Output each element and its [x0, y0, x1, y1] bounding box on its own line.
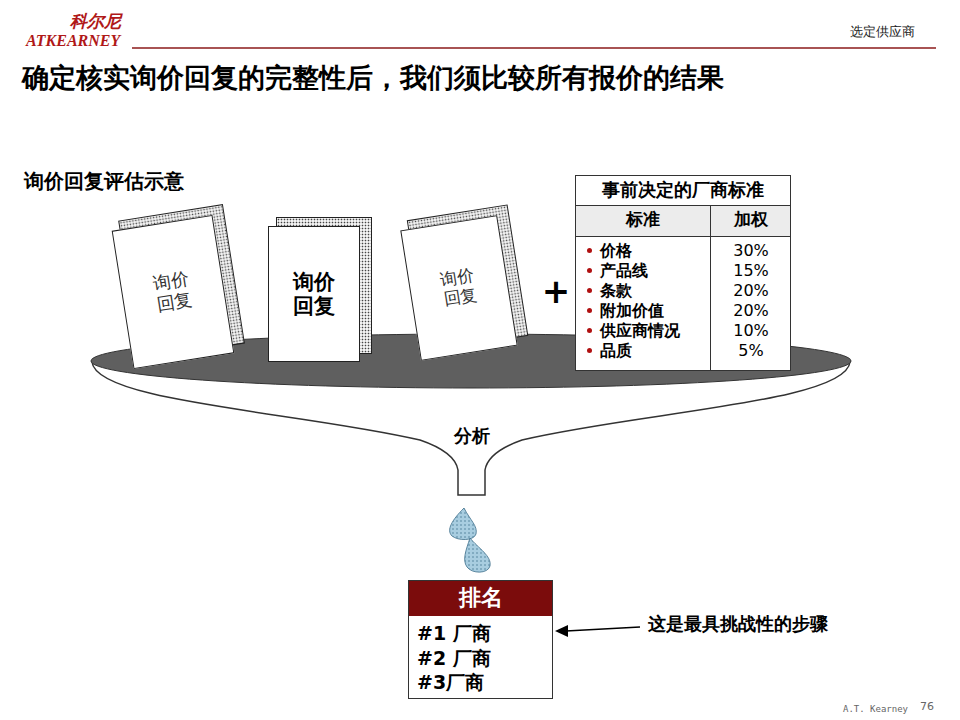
table-cell: 产品线 — [600, 262, 648, 280]
callout-arrowhead — [555, 625, 568, 637]
bullet — [587, 268, 592, 273]
page-number: 76 — [920, 701, 934, 714]
ranking-item: #3厂商 — [409, 670, 552, 698]
logo-chinese: 科尔尼 — [70, 12, 121, 32]
plus-sign: + — [542, 274, 571, 308]
table-cell: 价格 — [600, 242, 632, 260]
table-header: 加权 — [734, 210, 768, 230]
table-cell: 30% — [733, 242, 769, 260]
table-divider — [710, 206, 711, 370]
bullet — [587, 248, 592, 253]
table-heading: 事前决定的厂商标准 — [576, 178, 790, 202]
table-header: 标准 — [626, 210, 660, 230]
table-cell: 5% — [738, 342, 763, 360]
callout-line — [566, 627, 640, 631]
ranking-heading: 排名 — [409, 581, 552, 616]
booklet-text: 询价 回复 — [147, 268, 200, 316]
bullet — [587, 288, 592, 293]
quote-booklet: 询价 回复 — [268, 226, 360, 362]
logo-latin: ATKEARNEY — [26, 32, 120, 50]
quote-booklet: 询价 回复 — [400, 215, 517, 361]
section-name: 选定供应商 — [850, 25, 915, 40]
table-cell: 条款 — [600, 282, 632, 300]
footer-company: A.T. Kearney — [843, 704, 908, 714]
table-cell: 品质 — [600, 342, 632, 360]
ranking-item: #2 厂商 — [409, 646, 552, 671]
table-cell: 20% — [733, 282, 769, 300]
table-cell: 20% — [733, 302, 769, 320]
bullet — [587, 348, 592, 353]
drop — [465, 538, 491, 572]
table-cell: 10% — [733, 322, 769, 340]
quote-booklet: 询价 回复 — [112, 215, 235, 369]
callout-note: 这是最具挑战性的步骤 — [648, 614, 828, 635]
slide-title: 确定核实询价回复的完整性后，我们须比较所有报价的结果 — [22, 60, 724, 96]
booklet-text: 询价 回复 — [287, 270, 342, 318]
table-cell: 供应商情况 — [600, 322, 680, 340]
table-cell: 附加价值 — [600, 302, 664, 320]
step-label: 分析 — [454, 426, 490, 447]
table-cell: 15% — [733, 262, 769, 280]
ranking-item: #1 厂商 — [409, 616, 552, 646]
bullet — [587, 328, 592, 333]
booklet-text: 询价 回复 — [434, 265, 484, 311]
header-rule — [132, 47, 936, 49]
drop — [450, 508, 477, 540]
subtitle: 询价回复评估示意 — [24, 170, 184, 193]
ranking-box: 排名#1 厂商#2 厂商#3厂商 — [408, 580, 553, 699]
bullet — [587, 308, 592, 313]
